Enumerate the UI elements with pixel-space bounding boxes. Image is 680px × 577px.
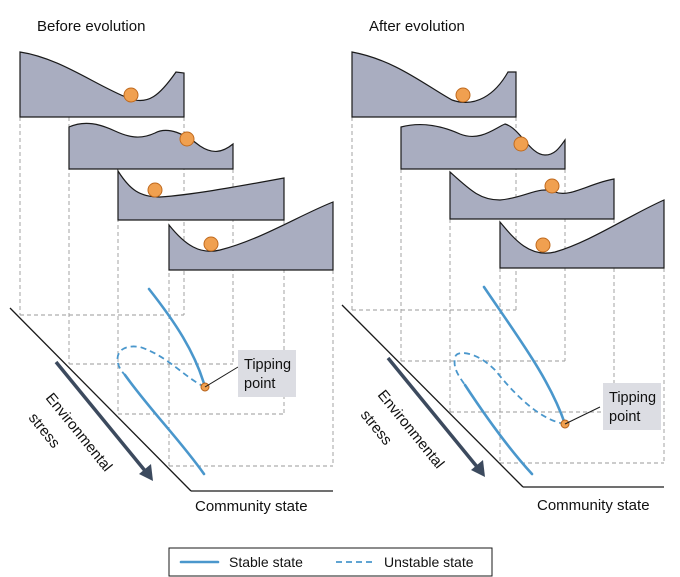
tipping-leader-before xyxy=(204,366,239,388)
landscape-slice-2-after xyxy=(400,123,566,170)
tipping-label-line1-before: Tipping xyxy=(244,357,291,373)
tipping-label-line1-after: Tipping xyxy=(609,390,656,406)
landscape-slice-4-after xyxy=(499,199,665,269)
ball-1-after xyxy=(455,87,471,103)
legend: Stable state Unstable state xyxy=(168,547,493,577)
stress-arrowhead-after xyxy=(471,460,485,477)
tipping-label-line2-before: point xyxy=(244,376,275,392)
legend-unstable-label: Unstable state xyxy=(384,554,474,570)
ball-4 xyxy=(203,236,219,252)
state-axis-label-before: Community state xyxy=(195,498,308,515)
landscape-slice-3 xyxy=(117,168,285,221)
panel-title-after: After evolution xyxy=(369,18,465,35)
panel-after: After evolution xyxy=(341,18,665,514)
stable-branch-lower-after xyxy=(463,383,534,476)
tipping-label-line2-after: point xyxy=(609,409,640,425)
landscape-slice-3-after xyxy=(449,170,615,220)
ball-3 xyxy=(147,182,163,198)
ball-4-after xyxy=(535,237,551,253)
tipping-leader-after xyxy=(564,406,601,425)
panel-before: Before evolution xyxy=(9,18,334,515)
stress-axis-line-before xyxy=(9,307,192,492)
stress-axis-line-after xyxy=(341,304,524,488)
unstable-branch-after xyxy=(453,352,566,425)
stress-arrow-after xyxy=(386,356,480,470)
legend-stable-label: Stable state xyxy=(229,554,303,570)
panel-title-before: Before evolution xyxy=(37,18,145,35)
landscape-slice-1-after xyxy=(351,51,517,118)
tipping-label-box-after xyxy=(603,383,661,430)
ball-2 xyxy=(179,131,195,147)
ball-2-after xyxy=(513,136,529,152)
stable-branch-upper-after xyxy=(482,285,567,426)
tipping-label-box-before xyxy=(238,350,296,397)
landscape-slice-2 xyxy=(68,122,234,170)
stress-arrowhead-before xyxy=(139,464,153,481)
ball-1 xyxy=(123,87,139,103)
stress-arrow-before xyxy=(54,360,148,474)
state-axis-label-after: Community state xyxy=(537,497,650,514)
ball-3-after xyxy=(544,178,560,194)
landscape-slice-1 xyxy=(19,51,185,118)
landscape-slice-4 xyxy=(168,201,334,271)
stable-branch-lower-before xyxy=(123,373,206,476)
legend-box xyxy=(168,547,493,577)
stable-branch-upper-before xyxy=(147,287,207,389)
